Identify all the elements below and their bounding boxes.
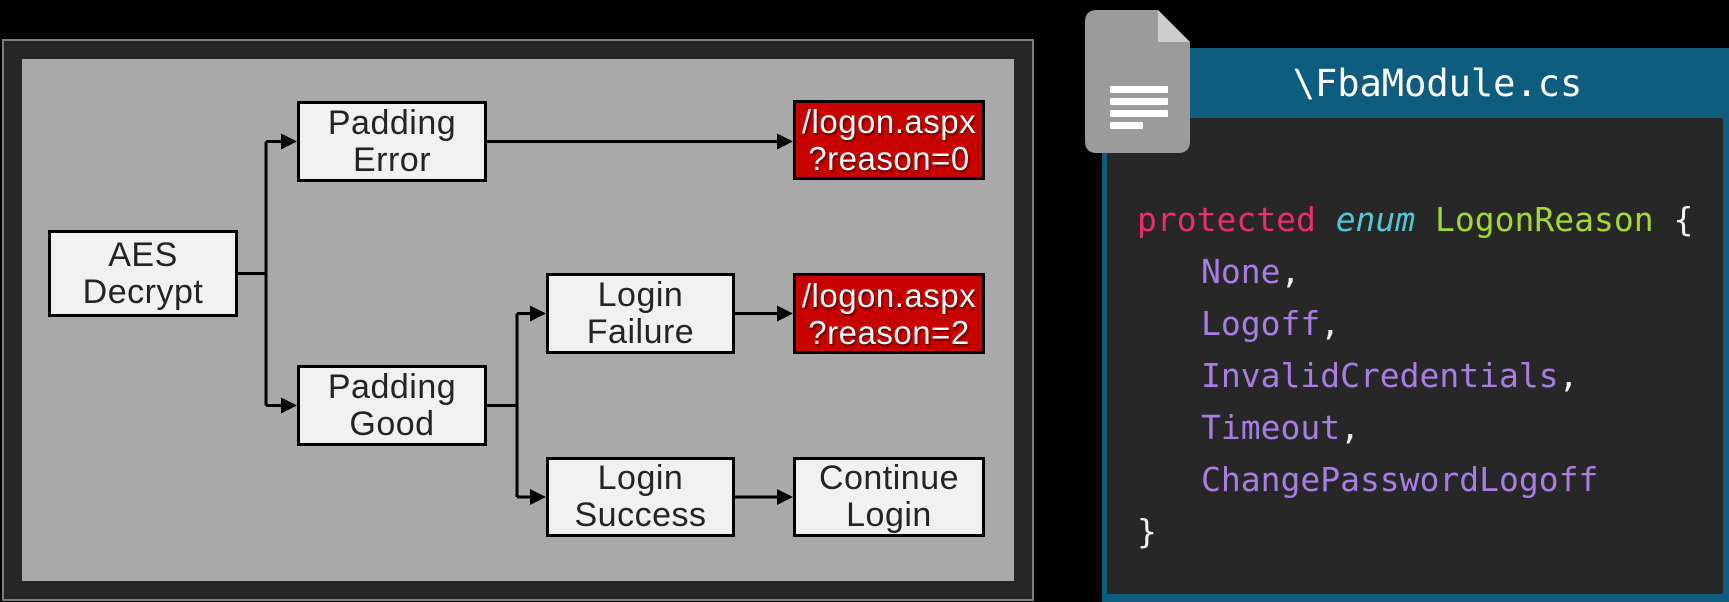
node-redirect-reason0: /logon.aspx ?reason=0 bbox=[793, 100, 985, 180]
filename-label: \FbaModule.cs bbox=[1292, 61, 1583, 105]
code-token-comma: , bbox=[1320, 304, 1341, 343]
code-line: ChangePasswordLogoff bbox=[1137, 454, 1723, 506]
code-token-keyword: protected bbox=[1137, 200, 1336, 239]
code-token-member: Timeout bbox=[1201, 408, 1341, 447]
node-padding-good: Padding Good bbox=[297, 365, 487, 446]
document-icon-text-lines bbox=[1110, 86, 1168, 129]
code-token-comma: , bbox=[1340, 408, 1360, 447]
node-aes-decrypt: AES Decrypt bbox=[48, 230, 238, 317]
node-padding-error: Padding Error bbox=[297, 101, 487, 182]
node-login-success: Login Success bbox=[546, 457, 735, 537]
code-token-member: Logoff bbox=[1201, 304, 1321, 343]
code-line: protected enum LogonReason { bbox=[1137, 194, 1723, 246]
code-token-comma: , bbox=[1558, 356, 1579, 395]
code-token-member: None bbox=[1201, 252, 1281, 291]
code-editor: protected enum LogonReason { None, Logof… bbox=[1102, 118, 1729, 602]
code-panel-header: \FbaModule.cs bbox=[1102, 48, 1729, 118]
code-token-close-brace: } bbox=[1137, 512, 1157, 551]
document-icon-body bbox=[1085, 10, 1190, 153]
code-line: Timeout, bbox=[1137, 402, 1723, 454]
document-icon bbox=[1085, 10, 1190, 153]
code-token-member: ChangePasswordLogoff bbox=[1201, 460, 1599, 499]
code-line: } bbox=[1137, 506, 1723, 558]
code-line: Logoff, bbox=[1137, 298, 1723, 350]
document-icon-fold bbox=[1158, 10, 1190, 42]
code-line: InvalidCredentials, bbox=[1137, 350, 1723, 402]
code-token-comma: , bbox=[1280, 252, 1301, 291]
code-token-classname: LogonReason bbox=[1435, 200, 1674, 239]
node-continue-login: Continue Login bbox=[793, 457, 985, 537]
node-redirect-reason2: /logon.aspx ?reason=2 bbox=[793, 273, 985, 354]
code-panel: \FbaModule.cs protected enum LogonReason… bbox=[1102, 48, 1729, 602]
code-line: None, bbox=[1137, 246, 1723, 298]
code-token-member: InvalidCredentials bbox=[1201, 356, 1559, 395]
code-token-open-brace: { bbox=[1673, 200, 1694, 239]
code-token-type: enum bbox=[1335, 200, 1436, 239]
node-login-failure: Login Failure bbox=[546, 273, 735, 354]
